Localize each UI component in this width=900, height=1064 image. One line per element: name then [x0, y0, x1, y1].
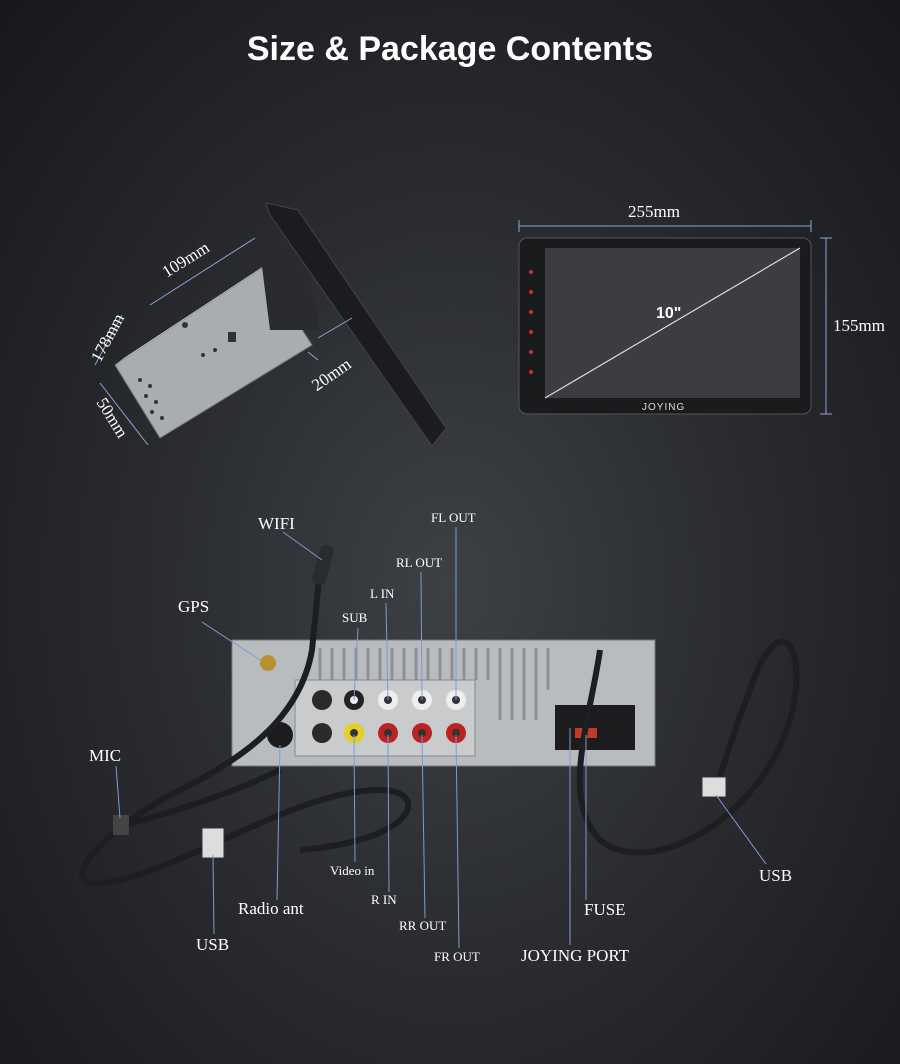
- mic-label: MIC: [89, 746, 122, 765]
- brand-logo: JOYING: [642, 402, 686, 413]
- leader-lines: [115, 527, 767, 949]
- gps-connector: [260, 655, 276, 671]
- diagonal-label: 10": [656, 305, 682, 322]
- rear-view-unit: [79, 545, 800, 887]
- usb-right-label: USB: [759, 866, 793, 885]
- l-in-label: L IN: [370, 586, 395, 601]
- wifi-antenna: [312, 545, 334, 585]
- rr-out-label: RR OUT: [399, 918, 447, 933]
- fuse-label: FUSE: [584, 900, 626, 919]
- mic-connector: [113, 815, 129, 835]
- gps-label: GPS: [178, 597, 210, 616]
- usb-right-connector: [701, 776, 727, 798]
- rl-out-label: RL OUT: [396, 555, 443, 570]
- side-view-unit: [94, 202, 447, 447]
- radio-ant-label: Radio ant: [238, 899, 304, 918]
- usb-left-connector: [201, 827, 225, 859]
- chassis: [114, 267, 313, 439]
- joying-port-label: JOYING PORT: [521, 946, 630, 965]
- page-title: Size & Package Contents: [246, 30, 654, 68]
- screen-side: [265, 202, 447, 447]
- screen-width-label: 255mm: [628, 202, 680, 221]
- r-in-label: R IN: [371, 892, 397, 907]
- screen-height-label: 155mm: [833, 316, 885, 335]
- fr-out-label: FR OUT: [434, 949, 480, 964]
- joying-port-connector: [555, 705, 635, 750]
- cables: [79, 569, 800, 887]
- diagonal-line: [544, 247, 801, 399]
- fl-out-label: FL OUT: [431, 510, 476, 525]
- front-view-screen: [518, 220, 832, 415]
- usb-left-label: USB: [196, 935, 230, 954]
- video-in-label: Video in: [330, 863, 375, 878]
- wifi-label: WIFI: [258, 514, 295, 533]
- dimension-lines: [94, 237, 353, 446]
- sub-label: SUB: [342, 610, 368, 625]
